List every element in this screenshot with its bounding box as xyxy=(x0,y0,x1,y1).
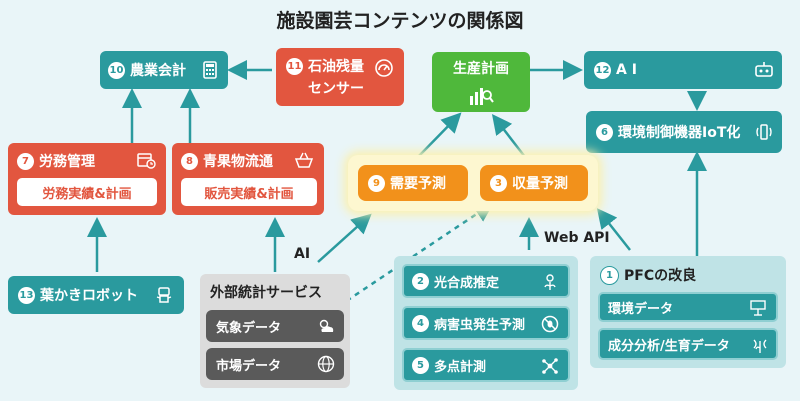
node-pest-forecast: 4 病害虫発生予測 xyxy=(402,306,570,340)
node-agri-accounting: 10 農業会計 xyxy=(100,51,228,89)
node-ai: 12 A I xyxy=(584,51,782,89)
external-stats-title: 外部統計サービス xyxy=(210,285,322,301)
node-number: 13 xyxy=(18,286,35,304)
weather-icon xyxy=(316,317,336,335)
node-number: 7 xyxy=(17,152,34,170)
env-data-item: 環境データ xyxy=(598,292,778,322)
node-multipoint-measurement: 5 多点計測 xyxy=(402,348,570,382)
node-labor-management: 7 労務管理 労務実績&計画 xyxy=(8,143,166,215)
item-label: 市場データ xyxy=(216,358,282,374)
node-sub-label: 販売実績&計画 xyxy=(181,178,317,206)
market-data-item: 市場データ xyxy=(206,348,344,380)
node-number: 3 xyxy=(490,174,507,192)
bug-forbidden-icon xyxy=(540,315,560,333)
basket-icon xyxy=(294,151,314,169)
node-number: 11 xyxy=(286,57,303,75)
edge-label-web-api: Web API xyxy=(544,230,610,246)
item-label: 成分分析/生育データ xyxy=(608,338,730,354)
node-number: 6 xyxy=(596,123,613,141)
node-number: 1 xyxy=(600,265,619,285)
node-env-control-iot: 6 環境制御機器IoT化 xyxy=(586,111,782,153)
node-label: 農業会計 xyxy=(130,63,186,79)
node-number: 9 xyxy=(368,174,385,192)
external-stats-service: 外部統計サービス 気象データ 市場データ xyxy=(200,274,350,388)
node-label: 光合成推定 xyxy=(434,275,500,291)
node-label: 収量予測 xyxy=(512,176,568,192)
edge-label-ai: AI xyxy=(294,246,311,262)
weather-data-item: 気象データ xyxy=(206,310,344,342)
analysis-growth-data-item: 成分分析/生育データ xyxy=(598,328,778,360)
robot-icon xyxy=(154,286,174,304)
node-label: 需要予測 xyxy=(390,176,446,192)
node-label: 労務管理 xyxy=(39,154,95,170)
node-production-plan: 生産計画 xyxy=(432,52,530,112)
node-number: 5 xyxy=(412,356,429,374)
node-oil-sensor: 11 石油残量 センサー xyxy=(276,48,404,106)
node-number: 4 xyxy=(412,314,429,332)
sensing-group: 2 光合成推定 4 病害虫発生予測 5 多点計測 xyxy=(394,256,578,390)
node-leaf-robot: 13 葉かきロボット xyxy=(8,276,184,314)
globe-icon xyxy=(316,355,336,373)
node-label: 葉かきロボット xyxy=(40,288,138,304)
node-pfc-improvement: 1 PFCの改良 環境データ 成分分析/生育データ xyxy=(590,256,786,368)
node-label-line1: 石油残量 xyxy=(308,59,364,75)
node-produce-distribution: 8 青果物流通 販売実績&計画 xyxy=(172,143,324,215)
node-label: A I xyxy=(616,62,637,78)
node-yield-forecast: 3 収量予測 xyxy=(480,165,588,201)
chart-search-icon xyxy=(468,84,494,106)
node-number: 12 xyxy=(594,61,611,79)
network-nodes-icon xyxy=(540,357,560,375)
node-demand-forecast: 9 需要予測 xyxy=(358,165,468,201)
plant-sun-icon xyxy=(540,273,560,291)
node-photosynthesis-estimate: 2 光合成推定 xyxy=(402,264,570,298)
smartphone-signal-icon xyxy=(754,123,774,141)
antenna-plant-icon xyxy=(750,336,770,354)
calendar-clock-icon xyxy=(136,151,156,169)
gauge-icon xyxy=(374,59,394,77)
sensor-panel-icon xyxy=(748,299,768,317)
node-label: 病害虫発生予測 xyxy=(434,317,526,333)
diagram-title: 施設園芸コンテンツの関係図 xyxy=(276,10,524,32)
node-label: 青果物流通 xyxy=(203,154,273,170)
node-number: 10 xyxy=(108,61,125,79)
item-label: 気象データ xyxy=(216,320,282,336)
robot-head-icon xyxy=(754,61,774,79)
node-label: PFCの改良 xyxy=(624,268,697,284)
node-sub-label: 労務実績&計画 xyxy=(17,178,157,206)
calculator-icon xyxy=(200,61,220,79)
node-label: 多点計測 xyxy=(434,359,487,375)
item-label: 環境データ xyxy=(608,301,674,317)
node-number: 2 xyxy=(412,272,429,290)
node-label: 生産計画 xyxy=(453,61,509,77)
node-label: 環境制御機器IoT化 xyxy=(618,125,741,141)
node-label-line2: センサー xyxy=(308,81,364,97)
node-number: 8 xyxy=(181,152,198,170)
